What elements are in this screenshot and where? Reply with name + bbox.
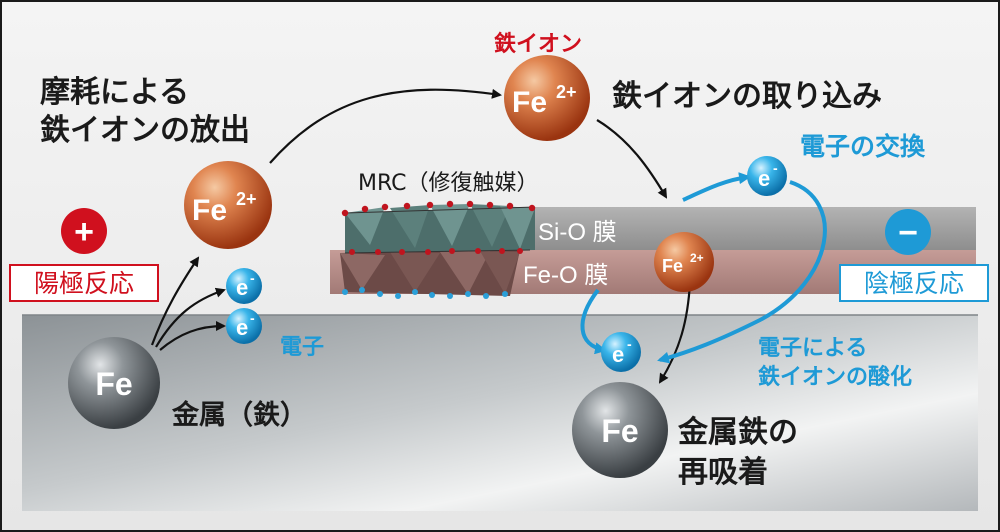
svg-text:−: −	[898, 214, 918, 252]
mrc-atom-dot	[412, 289, 418, 295]
mrc-atom-dot	[466, 200, 474, 208]
svg-text:+: +	[74, 213, 94, 251]
svg-text:Fe: Fe	[512, 86, 547, 119]
mrc-atom-dot	[499, 248, 505, 254]
arrow-electron-exchange	[682, 172, 751, 202]
mrc-atom-dot	[517, 248, 523, 254]
mrc-atom-dot	[506, 202, 514, 210]
mrc-atom-dot	[361, 205, 369, 213]
mrc-atom-dot	[377, 291, 383, 297]
electron-ball-4: e -	[601, 332, 641, 372]
svg-text:e: e	[758, 166, 770, 191]
uptake-label: 鉄イオンの取り込み	[612, 79, 882, 114]
fe-ion-ball-release: Fe 2+	[184, 161, 272, 249]
arrow-electron-oxidation	[657, 180, 827, 364]
mrc-atom-dot	[399, 249, 405, 255]
arrow-ion-to-film	[596, 119, 668, 199]
svg-text:-: -	[250, 310, 255, 326]
arrow-fe-to-electron-2	[159, 321, 226, 351]
electron-ball-2: e -	[226, 308, 262, 344]
wear-release-line2: 鉄イオンの放出	[40, 113, 250, 148]
arrow-release-to-ion	[269, 88, 502, 164]
readsorption-line1: 金属鉄の	[677, 415, 798, 450]
mrc-atom-dot	[426, 201, 434, 209]
svg-text:Fe: Fe	[601, 413, 638, 449]
fe-ion-ball-top: Fe 2+	[504, 55, 590, 141]
svg-text:2+: 2+	[556, 82, 577, 102]
sio-film-label: Si-O 膜	[538, 219, 617, 246]
mrc-atom-dot	[349, 249, 355, 255]
mrc-atom-dot	[429, 292, 435, 298]
mrc-atom-dot	[502, 291, 508, 297]
svg-text:-: -	[250, 270, 255, 286]
metal-slab	[22, 315, 978, 511]
mrc-catalyst-structure	[340, 204, 536, 296]
metal-iron-label: 金属（鉄）	[171, 399, 307, 431]
electron-ball-3: e -	[747, 156, 787, 196]
cathode-reaction-label: 陰極反応	[839, 264, 989, 302]
fe-metal-ball-right: Fe	[572, 382, 668, 478]
mrc-atom-dot	[381, 203, 389, 211]
arrow-ion-to-electron	[580, 288, 607, 355]
readsorption-line2: 再吸着	[678, 455, 768, 490]
wear-release-line1: 摩耗による	[40, 75, 189, 110]
arrow-fe-to-ion	[150, 256, 200, 346]
mrc-label: MRC（修復触媒）	[358, 171, 539, 196]
mrc-atom-dot	[341, 209, 349, 217]
svg-text:Fe: Fe	[95, 366, 132, 402]
anode-plus-sign: +	[61, 208, 107, 254]
svg-text:-: -	[627, 336, 632, 352]
svg-text:2+: 2+	[236, 189, 257, 209]
mrc-atom-dot	[449, 248, 455, 254]
mrc-atom-dot	[447, 293, 453, 299]
mrc-atom-dot	[446, 200, 454, 208]
electron-exchange-label: 電子の交換	[800, 132, 926, 161]
svg-text:e: e	[236, 315, 248, 340]
arrow-fe-to-electron-1	[155, 287, 226, 348]
svg-text:e: e	[612, 342, 624, 367]
mrc-atom-dot	[425, 249, 431, 255]
mrc-atom-dot	[483, 293, 489, 299]
iron-ion-top-label: 鉄イオン	[494, 31, 582, 57]
arrow-film-to-fe	[658, 281, 692, 384]
svg-text:Fe: Fe	[192, 194, 227, 227]
svg-text:2+: 2+	[690, 251, 704, 265]
mrc-atom-dot	[465, 291, 471, 297]
oxidation-line1: 電子による	[758, 336, 867, 361]
mrc-atom-dot	[528, 204, 536, 212]
electron-ball-1: e -	[226, 268, 262, 304]
anode-reaction-label: 陽極反応	[9, 264, 159, 302]
mrc-atom-dot	[359, 287, 365, 293]
electron-label: 電子	[280, 335, 324, 360]
oxidation-line2: 鉄イオンの酸化	[758, 364, 912, 390]
svg-text:-: -	[773, 160, 778, 176]
mrc-atom-dot	[395, 293, 401, 299]
mrc-atom-dot	[475, 248, 481, 254]
cathode-minus-sign: −	[885, 209, 931, 255]
mrc-atom-dot	[403, 202, 411, 210]
mrc-atom-dot	[375, 249, 381, 255]
svg-text:陽極反応: 陽極反応	[34, 269, 134, 298]
svg-text:e: e	[236, 275, 248, 300]
svg-text:陰極反応: 陰極反応	[864, 269, 964, 298]
fe-metal-ball-left: Fe	[68, 337, 160, 429]
mrc-atom-dot	[486, 201, 494, 209]
mrc-atom-dots	[341, 200, 536, 299]
feo-film-label: Fe-O 膜	[523, 262, 608, 289]
fe-ion-ball-film: Fe 2+	[654, 232, 714, 292]
mrc-atom-dot	[342, 289, 348, 295]
svg-text:Fe: Fe	[662, 256, 683, 276]
